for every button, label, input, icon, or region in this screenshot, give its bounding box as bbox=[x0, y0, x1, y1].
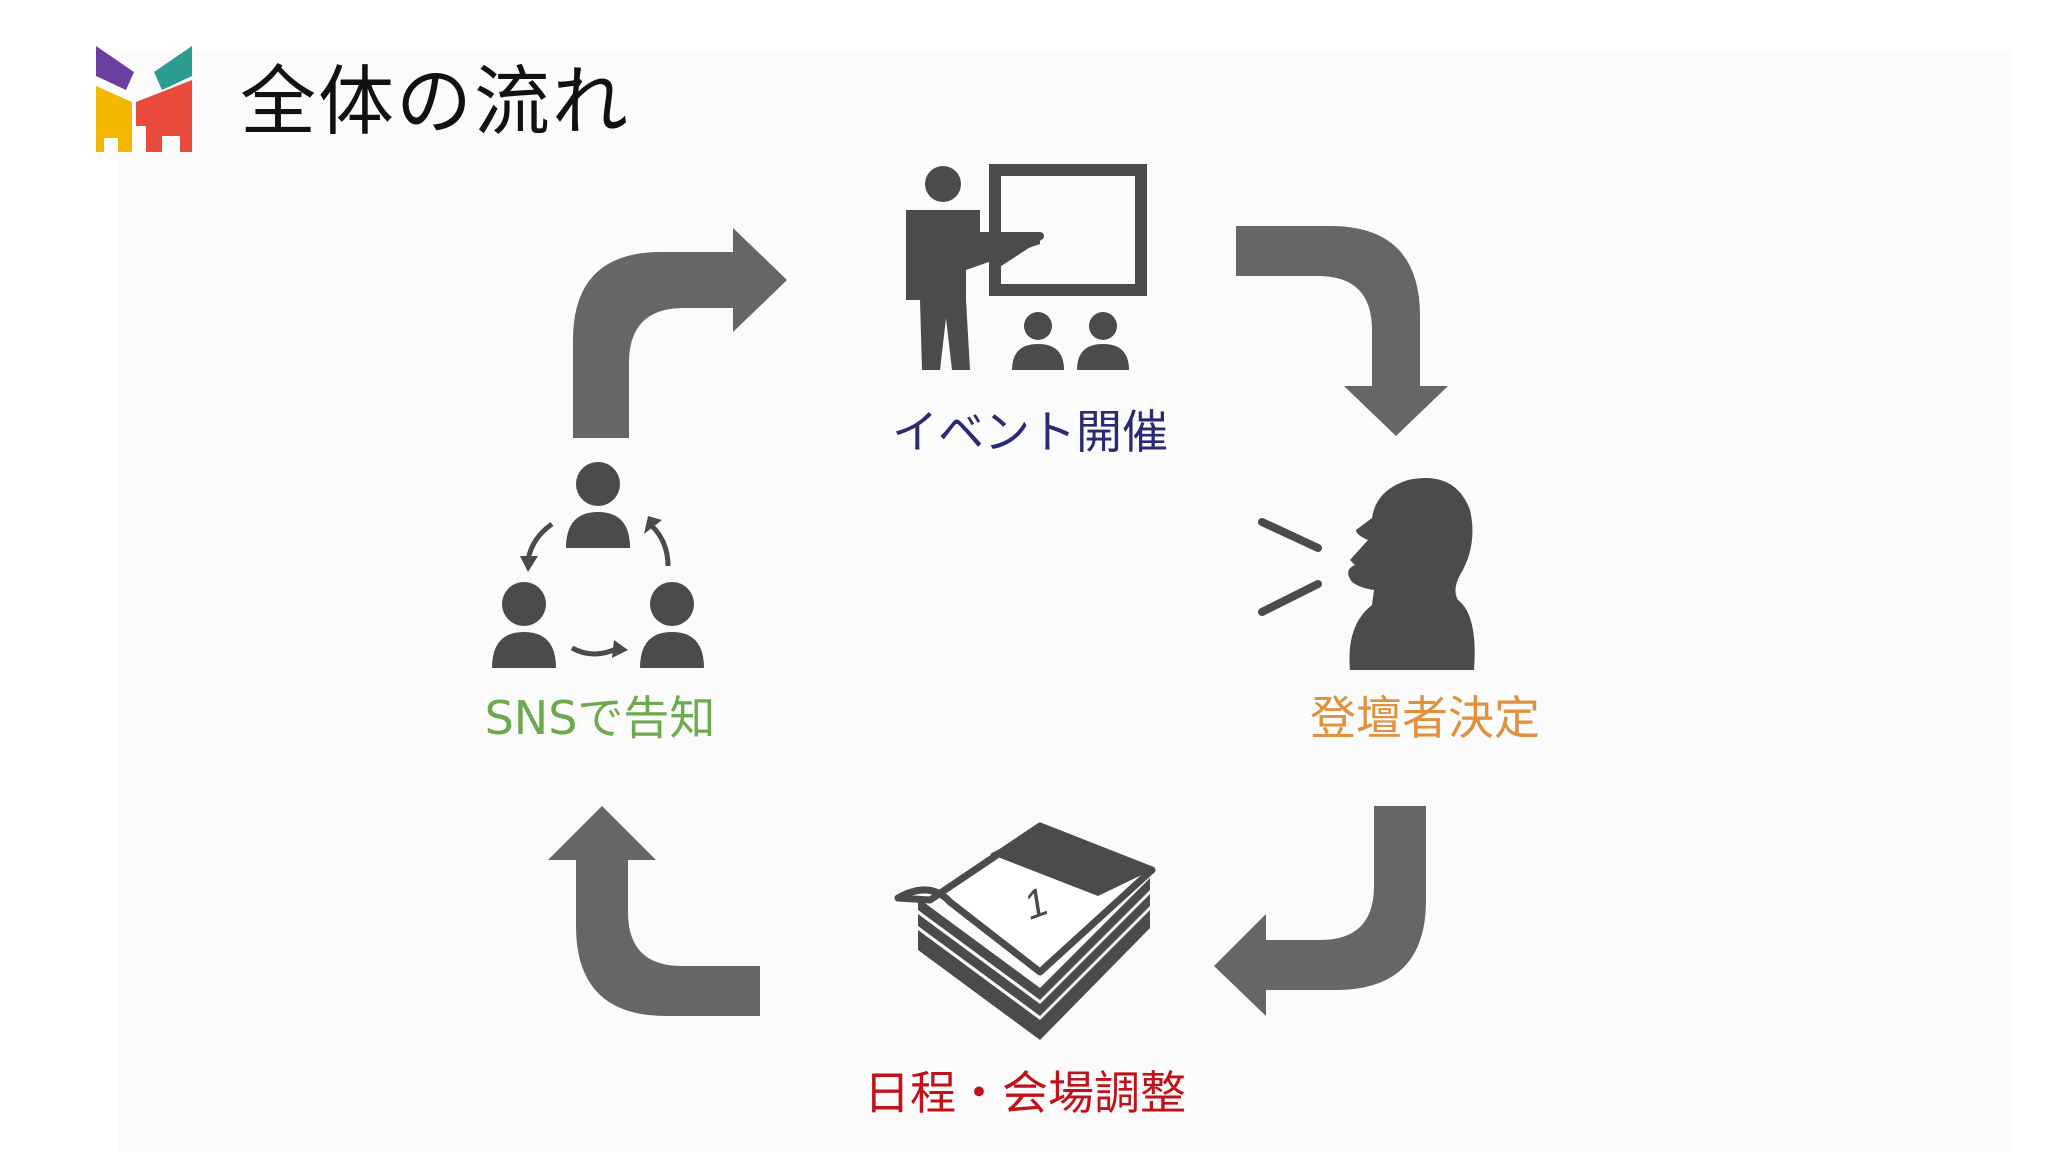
step-label-speaker: 登壇者決定 bbox=[1310, 691, 1540, 745]
cycle-arrow-bottom-right bbox=[1214, 806, 1426, 1016]
cycle-arrow-top-right bbox=[1236, 226, 1448, 436]
logo-yellow-shape bbox=[96, 86, 132, 152]
social-network-icon bbox=[492, 462, 704, 668]
cycle-arrow-bottom-left bbox=[548, 806, 760, 1016]
step-label-schedule: 日程・会場調整 bbox=[864, 1066, 1186, 1120]
presenter-icon bbox=[906, 164, 1147, 370]
brand-logo bbox=[96, 46, 192, 152]
logo-purple-shape bbox=[96, 46, 134, 90]
step-label-event: イベント開催 bbox=[892, 405, 1168, 459]
step-label-sns: SNSで告知 bbox=[484, 691, 716, 745]
speaking-person-icon bbox=[1258, 478, 1475, 670]
calendar-icon: 1 bbox=[894, 822, 1156, 1040]
logo-teal-shape bbox=[154, 46, 192, 90]
page-title: 全体の流れ bbox=[240, 57, 630, 146]
logo-red-shape bbox=[136, 80, 192, 152]
cycle-arrow-top-left bbox=[573, 228, 787, 438]
cycle-arrows bbox=[548, 226, 1448, 1016]
